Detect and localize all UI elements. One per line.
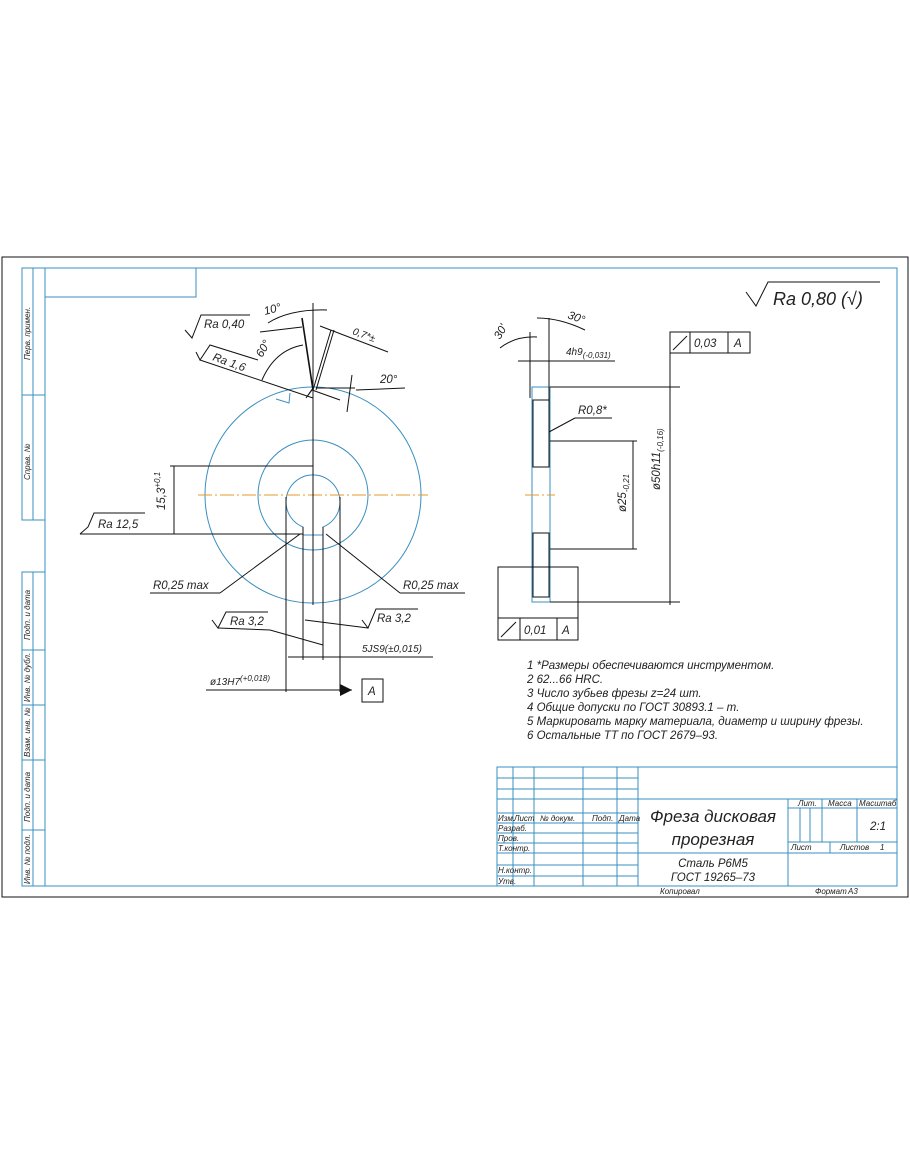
- material: Сталь Р6М5: [678, 858, 748, 870]
- note: 3 Число зубьев фрезы z=24 шт.: [527, 688, 702, 700]
- main-view: Ra 0,40 10° Ra 1,6 60° 0,7*± 20° 15,3+0,…: [79, 302, 465, 703]
- main-view-dim-153: 15,3: [156, 487, 168, 510]
- main-view-angle-10: 10°: [263, 302, 283, 318]
- note: 5 Маркировать марку материала, диаметр и…: [527, 716, 864, 728]
- top-left-box: [44, 267, 197, 298]
- main-view-dim-07: 0,7*±: [351, 326, 377, 344]
- title-block-roles-2: Т.контр.: [498, 844, 530, 853]
- svg-text:ø25-0,21: ø25-0,21: [617, 474, 631, 512]
- side-label: Перв. примен.: [23, 307, 32, 360]
- sheet-border: [1, 256, 909, 898]
- title-block-sheets: Листов: [839, 843, 869, 852]
- title-block-headers-1: Лист: [513, 814, 535, 823]
- material-standard: ГОСТ 19265–73: [671, 872, 756, 884]
- main-view-datum: A: [367, 686, 376, 698]
- title-block-format: Формат: [815, 887, 847, 896]
- section-view-runout-top-value: 0,03: [694, 338, 717, 350]
- title-block-scale-label: Масштаб: [859, 799, 897, 808]
- general-roughness: Ra 0,80 (√): [745, 281, 880, 309]
- section-view-radius: R0,8*: [578, 405, 607, 417]
- title-block-sheet: Лист: [790, 843, 812, 852]
- title-block-roles-1: Пров.: [498, 834, 519, 843]
- section-view-width-tol: (-0,031): [583, 351, 611, 360]
- title-block-format-value: А3: [847, 887, 858, 896]
- title-block-lit: Лит.: [797, 799, 817, 808]
- section-view-dia-50: ø50h11: [651, 452, 663, 490]
- svg-text:15,3+0,1: 15,3+0,1: [153, 472, 168, 510]
- side-label: Подп. и дата: [23, 589, 32, 640]
- side-label: Взам. инв. №: [23, 707, 32, 757]
- main-view-bore-tol: (+0,018): [240, 674, 270, 683]
- title-block-headers-4: Дата: [618, 814, 641, 823]
- drawing-title: Фреза дисковая: [650, 807, 776, 826]
- title-block-sheets-count: 1: [880, 843, 884, 852]
- title-block: Изм. Лист № докум. Подп. Дата Разраб. Пр…: [496, 766, 898, 896]
- section-view-runout-bottom-value: 0,01: [524, 625, 546, 637]
- section-view-dia-50-tol: (-0,16): [656, 428, 665, 452]
- datum-a-box: [361, 678, 384, 703]
- main-view-keyway: 5JS9(±0,015): [362, 644, 422, 655]
- svg-text:ø13H7(+0,018): ø13H7(+0,018): [210, 674, 270, 688]
- main-view-r025-right: R0,25 max: [403, 580, 460, 592]
- main-view-r025-left: R0,25 max: [153, 580, 210, 592]
- side-label: Инв. № подл.: [23, 834, 32, 884]
- main-view-angle-20: 20°: [379, 374, 398, 386]
- side-label: Справ. №: [23, 443, 32, 480]
- side-label: Подп. и дата: [23, 771, 32, 822]
- note: 6 Остальные ТТ по ГОСТ 2679–93.: [527, 730, 718, 742]
- main-view-ra-32-right: Ra 3,2: [377, 613, 411, 625]
- note: 4 Общие допуски по ГОСТ 30893.1 – m.: [527, 702, 739, 714]
- note: 2 62...66 HRC.: [526, 674, 603, 686]
- section-view: 30° 30' 4h9(-0,031) 0,03 A R0,8* ø25-0,2…: [492, 310, 751, 641]
- main-view-ra-040: Ra 0,40: [204, 319, 245, 331]
- title-block-headers-2: № докум.: [540, 814, 575, 823]
- main-view-dim-153-tol: +0,1: [153, 472, 162, 488]
- section-view-dia-25: ø25: [617, 492, 629, 512]
- title-block-roles-0: Разраб.: [498, 824, 527, 833]
- note: 1 *Размеры обеспечиваются инструментом.: [527, 660, 774, 672]
- title-block-copied: Копировал: [660, 887, 700, 896]
- title-block-mass: Масса: [828, 799, 852, 808]
- drawing-frame: [44, 267, 898, 887]
- main-view-ra-125: Ra 12,5: [98, 519, 139, 531]
- svg-text:4h9(-0,031): 4h9(-0,031): [566, 347, 611, 360]
- general-roughness: Ra 0,80 (√): [773, 289, 863, 309]
- section-view-runout-bottom-datum: A: [561, 625, 570, 637]
- scale-value: 2:1: [869, 821, 886, 833]
- section-view-angle-30-left: 30': [492, 322, 510, 342]
- section-view-angle-30-right: 30°: [566, 310, 587, 327]
- side-label: Инв. № дубл.: [23, 653, 32, 702]
- main-view-bore: ø13H7: [210, 677, 240, 688]
- svg-text:ø50h11(-0,16): ø50h11(-0,16): [651, 428, 665, 490]
- main-view-angle-60: 60°: [254, 338, 273, 359]
- technical-notes: 1 *Размеры обеспечиваются инструментом. …: [526, 660, 864, 742]
- side-stamp: Перв. примен. Справ. № Подп. и дата Инв.…: [21, 267, 46, 887]
- section-view-runout-top-datum: A: [733, 338, 742, 350]
- drawing-subtitle: прорезная: [672, 830, 755, 849]
- title-block-roles-4: Утв.: [497, 877, 516, 886]
- section-view-width: 4h9: [566, 347, 583, 358]
- title-block-headers-0: Изм.: [498, 814, 515, 823]
- main-view-ra-32-left: Ra 3,2: [230, 616, 264, 628]
- bore-keyway: [285, 474, 341, 536]
- title-block-roles-3: Н.контр.: [498, 866, 532, 875]
- title-block-headers-3: Подп.: [592, 814, 613, 823]
- section-view-dia-25-tol: -0,21: [622, 474, 631, 492]
